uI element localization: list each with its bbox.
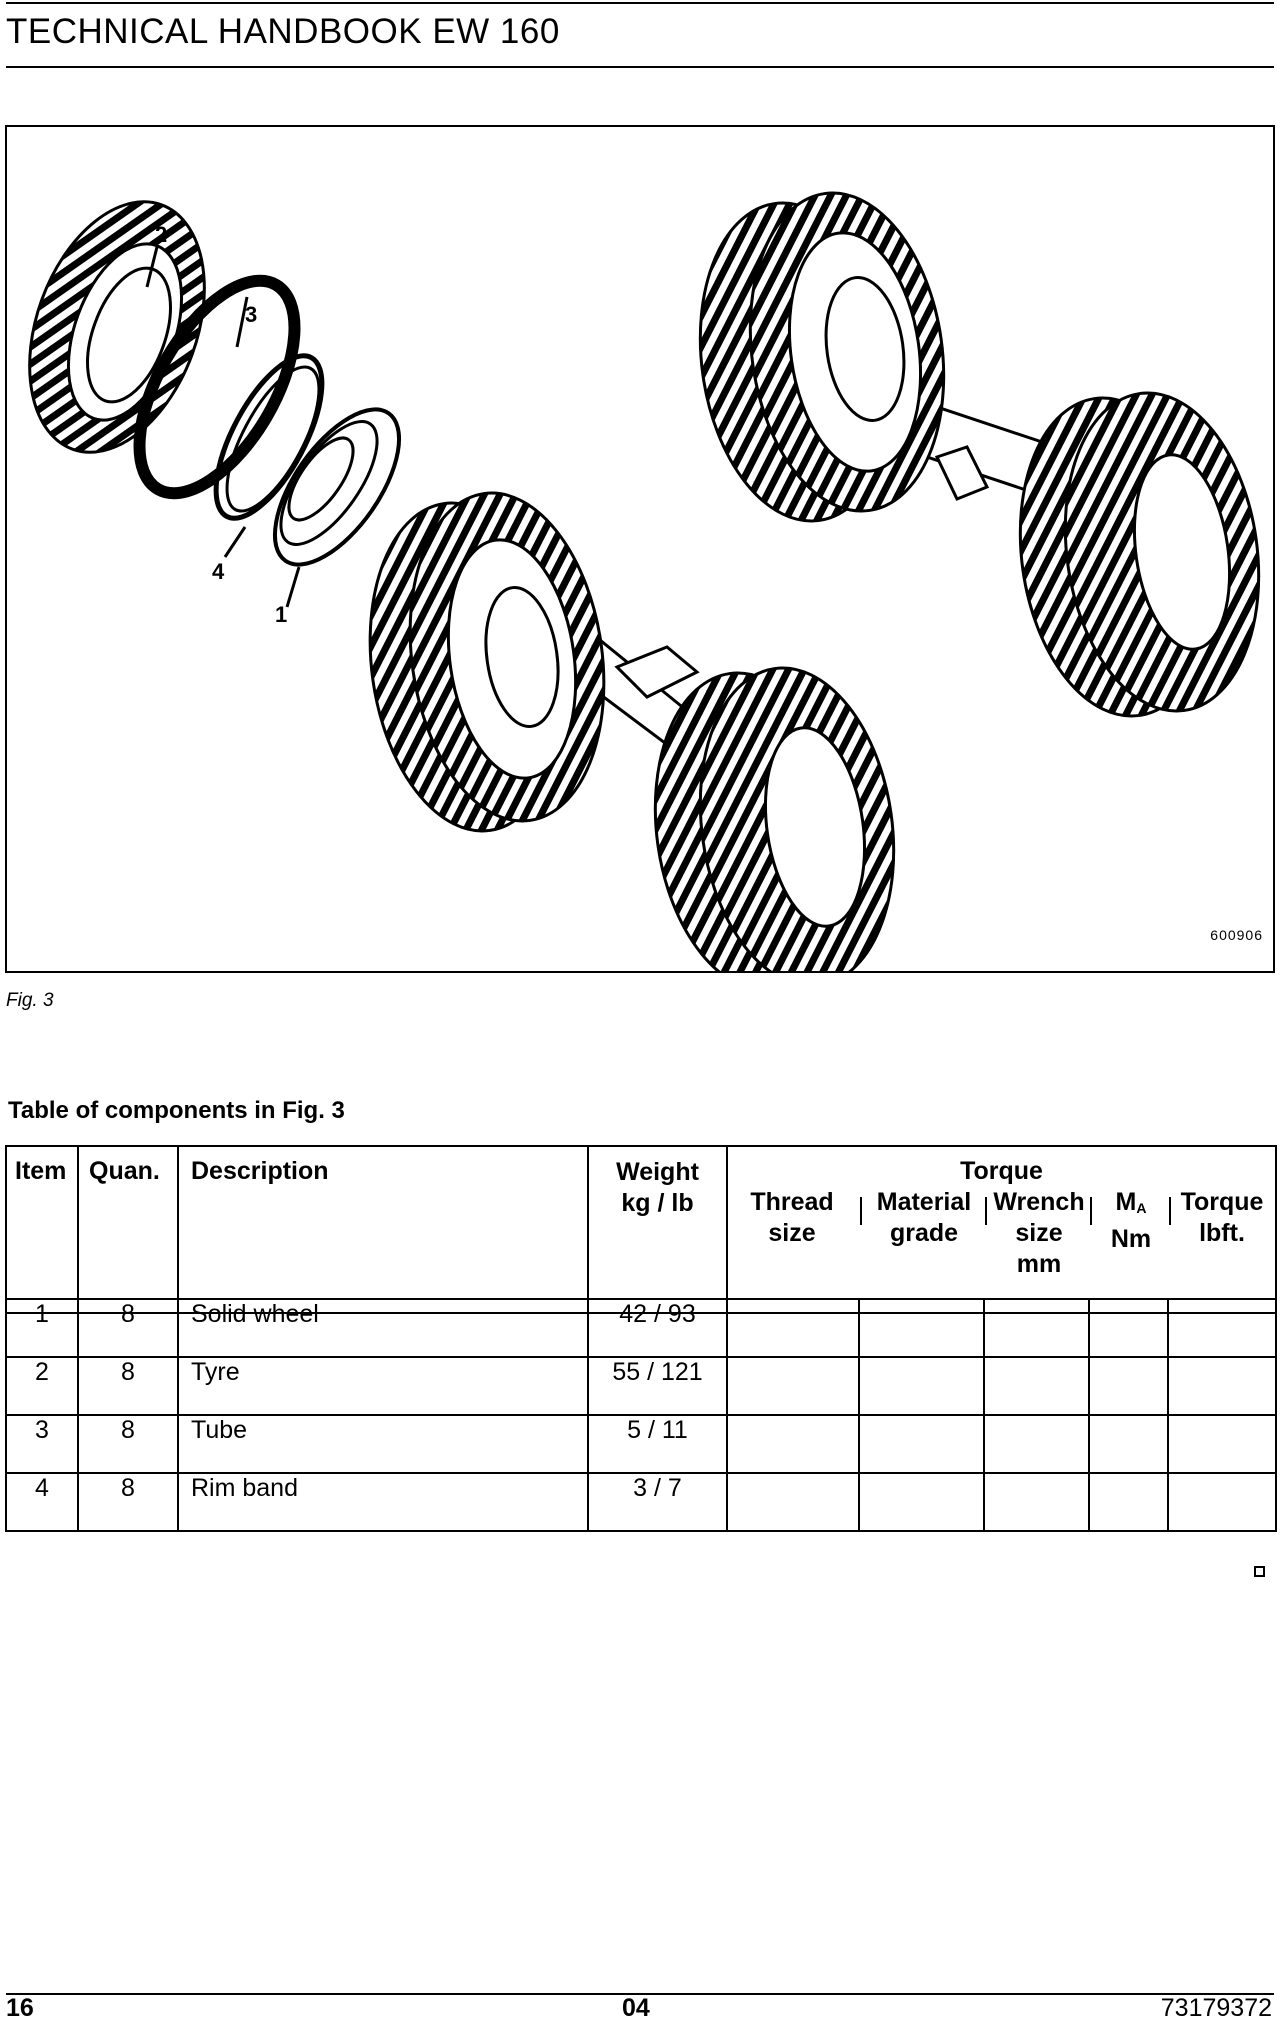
- header-wrench-unit2: mm: [1016, 1250, 1062, 1278]
- header-thread-label: Thread: [750, 1188, 834, 1216]
- rear-left-dual-wheel: [698, 191, 946, 523]
- header-torque-group: Torque Thread size Material grade Wrench…: [726, 1145, 1277, 1314]
- cell-thread: [726, 1298, 860, 1358]
- header-weight: Weight kg / lb: [587, 1145, 728, 1314]
- cell-wrench: [983, 1472, 1090, 1532]
- document-number: 73179372: [1160, 1994, 1272, 2022]
- cell-torque-lbft: [1167, 1298, 1277, 1358]
- table-title: Table of components in Fig. 3: [8, 1097, 345, 1124]
- cell-wrench: [983, 1298, 1090, 1358]
- cell-ma: [1088, 1472, 1169, 1532]
- figure-caption: Fig. 3: [6, 990, 54, 1011]
- cell-material: [858, 1472, 985, 1532]
- header-material-unit: grade: [889, 1219, 959, 1247]
- header-torque-lbft-unit: lbft.: [1199, 1219, 1245, 1247]
- table-row: 2 8 Tyre 55 / 121: [5, 1356, 1277, 1416]
- callout-1: 1: [275, 602, 287, 627]
- figure-code: 600906: [1210, 927, 1263, 943]
- table-row: 1 8 Solid wheel 42 / 93: [5, 1298, 1277, 1358]
- cell-item: 1: [5, 1298, 79, 1358]
- cell-material: [858, 1298, 985, 1358]
- cell-item: 2: [5, 1356, 79, 1416]
- header-ma-sub: A: [1136, 1200, 1147, 1216]
- header-torque: Torque: [960, 1157, 1043, 1185]
- header-torque-lbft: Torque lbft.: [1171, 1187, 1273, 1249]
- cell-thread: [726, 1356, 860, 1416]
- wheel-axle-illustration: 2 3 4 1: [28, 191, 1261, 971]
- cell-weight: 55 / 121: [587, 1356, 728, 1416]
- cell-thread: [726, 1472, 860, 1532]
- exploded-tyre: [28, 200, 206, 454]
- cell-material: [858, 1356, 985, 1416]
- cell-torque-lbft: [1167, 1472, 1277, 1532]
- header-ma-nm: MA Nm: [1092, 1187, 1170, 1255]
- components-table-body: 1 8 Solid wheel 42 / 93 2 8 Tyre 55 / 12…: [5, 1298, 1277, 1532]
- header-separator: [860, 1197, 862, 1225]
- header-quan: Quan.: [77, 1145, 179, 1314]
- cell-torque-lbft: [1167, 1356, 1277, 1416]
- end-of-section-marker: [1254, 1566, 1265, 1577]
- cell-material: [858, 1414, 985, 1474]
- header-material-label: Material: [876, 1188, 972, 1216]
- cell-quan: 8: [77, 1472, 179, 1532]
- cell-description: Solid wheel: [177, 1298, 589, 1358]
- front-left-dual-wheel: [368, 491, 606, 833]
- header-wrench-unit1: size: [1015, 1219, 1063, 1247]
- header-separator: [985, 1197, 987, 1225]
- cell-description: Rim band: [177, 1472, 589, 1532]
- callout-4: 4: [212, 559, 225, 584]
- table-row: 3 8 Tube 5 / 11: [5, 1414, 1277, 1474]
- page-number: 16: [6, 1994, 34, 2022]
- header-item: Item: [5, 1145, 79, 1314]
- front-right-dual-wheel: [653, 666, 896, 971]
- cell-description: Tyre: [177, 1356, 589, 1416]
- header-weight-unit: kg / lb: [621, 1189, 694, 1217]
- header-wrench-label: Wrench: [993, 1188, 1085, 1216]
- header-thread-unit: size: [768, 1219, 816, 1247]
- header-description: Description: [177, 1145, 589, 1314]
- cell-ma: [1088, 1356, 1169, 1416]
- figure-frame: 2 3 4 1 600906: [5, 125, 1275, 973]
- header-separator: [1090, 1197, 1092, 1225]
- header-separator: [1169, 1197, 1171, 1225]
- cell-quan: 8: [77, 1356, 179, 1416]
- cell-wrench: [983, 1414, 1090, 1474]
- components-table: Item Quan. Description Weight kg / lb To…: [5, 1145, 1277, 1314]
- cell-torque-lbft: [1167, 1414, 1277, 1474]
- callout-2: 2: [155, 222, 167, 247]
- cell-ma: [1088, 1298, 1169, 1358]
- header-ma-label: MA: [1092, 1187, 1170, 1224]
- header-weight-label: Weight: [616, 1158, 699, 1186]
- cell-item: 4: [5, 1472, 79, 1532]
- cell-thread: [726, 1414, 860, 1474]
- section-number: 04: [622, 1994, 650, 2022]
- exploded-rim-band: [213, 353, 325, 521]
- header-thread-size: Thread size: [736, 1187, 848, 1249]
- cell-quan: 8: [77, 1414, 179, 1474]
- header-material-grade: Material grade: [862, 1187, 986, 1249]
- callout-3: 3: [245, 302, 257, 327]
- cell-ma: [1088, 1414, 1169, 1474]
- header-ma-unit: Nm: [1110, 1225, 1152, 1253]
- header-wrench-size: Wrench size mm: [987, 1187, 1091, 1280]
- top-edge-rule: [6, 2, 1274, 4]
- cell-wrench: [983, 1356, 1090, 1416]
- footer-rule: [6, 1993, 1274, 1995]
- cell-description: Tube: [177, 1414, 589, 1474]
- header-ma-main: M: [1115, 1188, 1137, 1216]
- cell-weight: 42 / 93: [587, 1298, 728, 1358]
- cell-item: 3: [5, 1414, 79, 1474]
- exploded-solid-wheel: [272, 407, 402, 567]
- exploded-tube: [133, 274, 301, 500]
- header-torque-lbft-label: Torque: [1180, 1188, 1264, 1216]
- cell-weight: 3 / 7: [587, 1472, 728, 1532]
- header-rule: [6, 66, 1274, 68]
- rear-right-dual-wheel: [1018, 391, 1261, 718]
- cell-weight: 5 / 11: [587, 1414, 728, 1474]
- table-header-row: Item Quan. Description Weight kg / lb To…: [5, 1145, 1277, 1314]
- cell-quan: 8: [77, 1298, 179, 1358]
- page-title: TECHNICAL HANDBOOK EW 160: [6, 12, 560, 51]
- table-row: 4 8 Rim band 3 / 7: [5, 1472, 1277, 1532]
